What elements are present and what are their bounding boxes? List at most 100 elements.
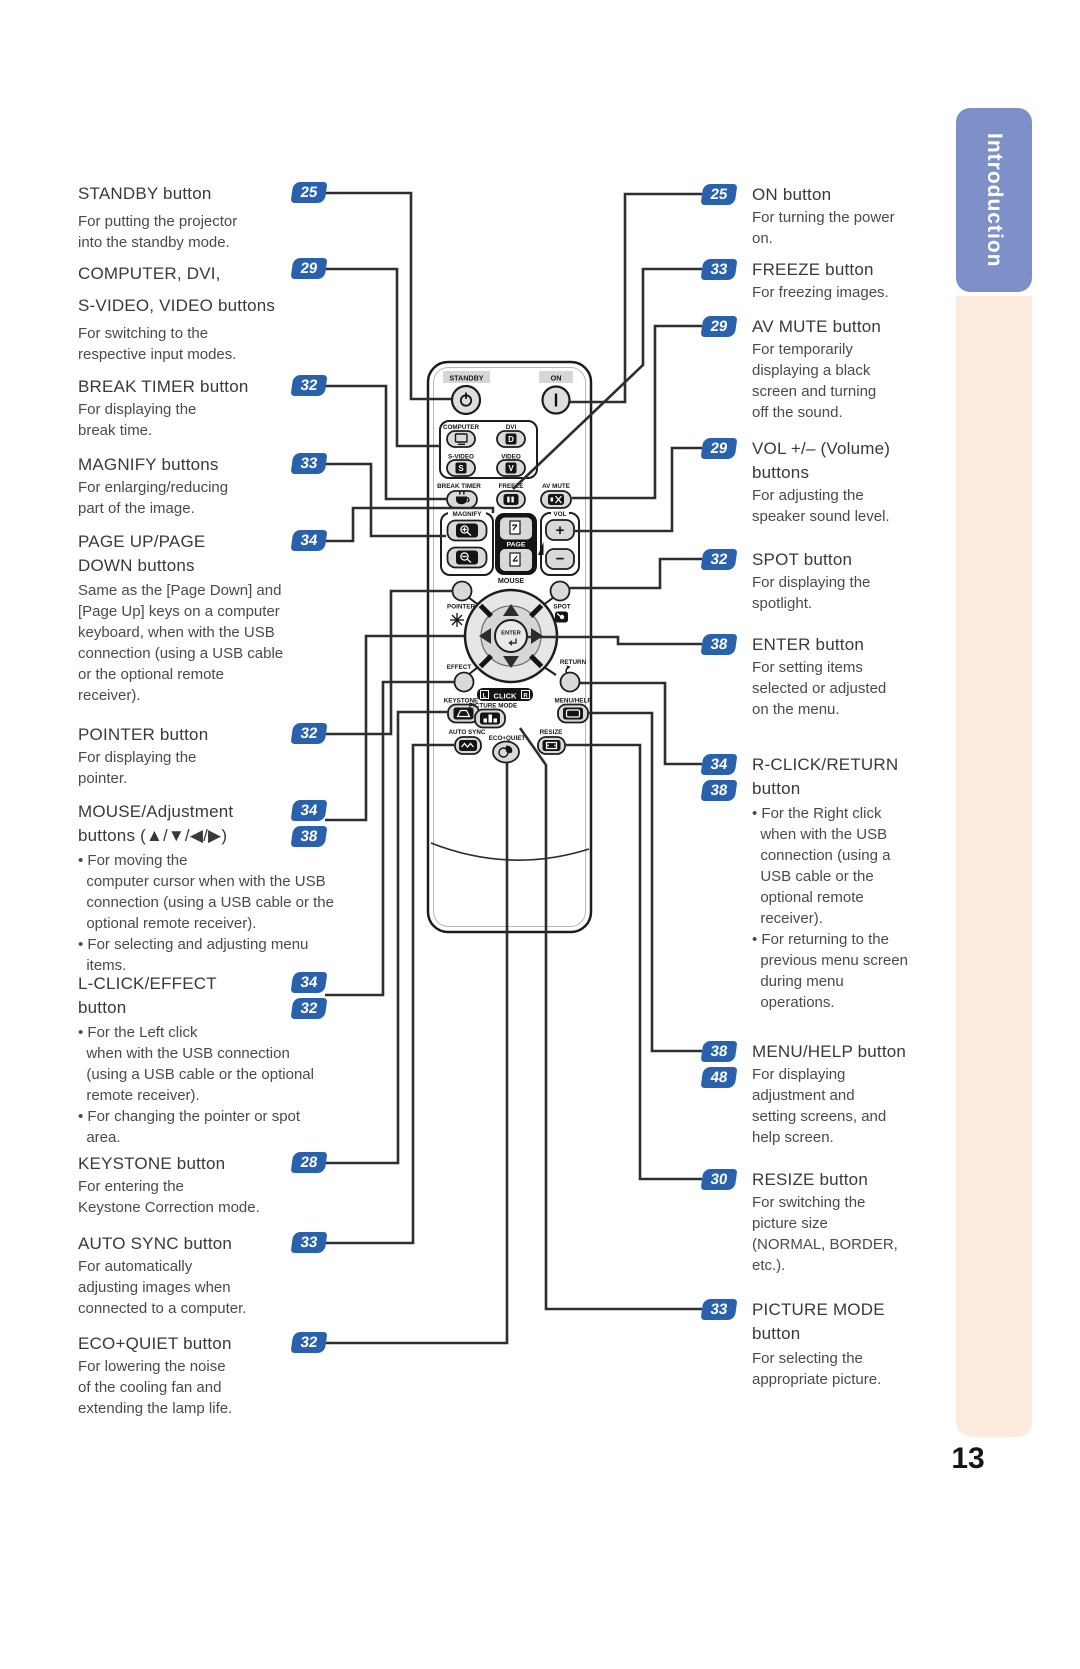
callout-freeze (512, 267, 702, 490)
picture-mode-icon (480, 712, 500, 725)
page-ref-badge: 38 (700, 780, 738, 801)
entry-av-mute: 29 AV MUTE button For temporarily displa… (700, 315, 958, 423)
remote-freeze-button: FREEZE (496, 483, 526, 509)
callout-lines (325, 191, 702, 1345)
up-arrow-icon (503, 604, 519, 616)
vol-plus-icon: + (556, 522, 565, 539)
callout-magnify (325, 462, 446, 538)
entry-mouse-adjustment: MOUSE/Adjustment buttons (▲/▼/◀/▶) 34 38… (78, 800, 388, 976)
page-ref-badge: 33 (290, 1232, 328, 1253)
click-r-label: R (523, 694, 528, 700)
spot-label: SPOT (553, 604, 570, 611)
entry-description: For switching the picture size (NORMAL, … (752, 1194, 898, 1274)
page-number: 13 (951, 1442, 985, 1475)
enter-label: ENTER (501, 631, 521, 637)
on-label: ON (551, 374, 562, 383)
entry-title: AUTO SYNC button (78, 1234, 233, 1253)
remote-adjustment-pad: ENTER (463, 588, 559, 684)
callout-input-buttons (325, 267, 440, 448)
entry-eco-quiet: ECO+QUIET button 32 For lowering the noi… (78, 1332, 388, 1419)
s-video-s-icon: S (458, 464, 464, 473)
vol-label: VOL (554, 511, 567, 518)
entry-enter: 38 ENTER button For setting items select… (700, 633, 958, 720)
callout-on (570, 192, 702, 404)
callout-menu-help (589, 711, 702, 1053)
page-ref-badge: 32 (290, 723, 328, 744)
callout-eco-quiet (325, 763, 509, 1345)
remote-picture-mode-button: PICTURE MODE (469, 703, 517, 729)
entry-on: 25 ON button For turning the power on. (700, 183, 958, 249)
entry-title: FREEZE button (752, 260, 874, 279)
page-ref-badge: 34 (290, 800, 328, 821)
callout-resize (566, 743, 702, 1181)
vol-minus-icon: − (556, 551, 565, 568)
page-ref-badge: 28 (290, 1152, 328, 1173)
pointer-label: POINTER (447, 604, 475, 611)
entry-title: VOL +/– (Volume) buttons (752, 439, 891, 482)
standby-label: STANDBY (449, 374, 483, 383)
av-mute-icon (548, 494, 564, 505)
entry-title: ENTER button (752, 635, 865, 654)
keystone-icon (453, 707, 474, 720)
break-timer-cup-icon (456, 491, 470, 505)
entry-title: ON button (752, 185, 832, 204)
entry-standby: STANDBY button 25 For putting the projec… (78, 182, 388, 253)
remote-menu-help-button: MENU/HELP (554, 698, 592, 724)
entry-r-click-return: 34 38 R-CLICK/RETURN button • For the Ri… (700, 753, 958, 1013)
s-video-label: S-VIDEO (448, 454, 474, 461)
callout-auto-sync (325, 743, 454, 1245)
page-ref-badge: 29 (290, 258, 328, 279)
callout-l-click (325, 680, 454, 997)
page-ref-badge: 29 (700, 438, 738, 459)
page-ref-badge: 38 (290, 826, 328, 847)
entry-vol: 29 VOL +/– (Volume) buttons For adjustin… (700, 437, 958, 527)
entry-description: For enlarging/reducing part of the image… (78, 479, 229, 517)
page-ref-badge: 25 (290, 182, 328, 203)
entry-description: For displaying the pointer. (78, 749, 197, 787)
page-ref-badge: 33 (700, 1299, 738, 1320)
callout-standby (325, 191, 451, 401)
video-v-icon: V (508, 464, 514, 473)
entry-description: For switching to the respective input mo… (78, 325, 237, 363)
page-label: PAGE (507, 542, 526, 549)
dvi-d-icon: D (508, 435, 514, 444)
page-ref-badge: 30 (700, 1169, 738, 1190)
callout-page (325, 506, 495, 543)
spot-icon (555, 611, 568, 623)
entry-title: KEYSTONE button (78, 1154, 226, 1173)
freeze-label: FREEZE (499, 483, 524, 490)
entry-title: L-CLICK/EFFECT button (78, 974, 217, 1017)
entry-description: For putting the projector into the stand… (78, 213, 238, 251)
entry-break-timer: BREAK TIMER button 32 For displaying the… (78, 375, 388, 441)
callout-picture-mode (518, 727, 702, 1311)
page-ref-badge: 25 (700, 184, 738, 205)
remote-return-button: RETURN (543, 659, 587, 693)
entry-magnify: MAGNIFY buttons 33 For enlarging/reducin… (78, 453, 388, 519)
page-ref-badge: 48 (700, 1067, 738, 1088)
entry-pointer: POINTER button 32 For displaying the poi… (78, 723, 388, 789)
click-label: CLICK (494, 692, 517, 701)
entry-description: For lowering the noise of the cooling fa… (78, 1358, 233, 1417)
entry-description: For temporarily displaying a black scree… (752, 341, 877, 421)
eco-quiet-label: ECO+QUIET (489, 735, 526, 742)
entry-title: POINTER button (78, 725, 209, 744)
entry-title: MAGNIFY buttons (78, 455, 219, 474)
entry-keystone: KEYSTONE button 28 For entering the Keys… (78, 1152, 388, 1218)
computer-button (446, 430, 476, 448)
picture-mode-label: PICTURE MODE (469, 703, 517, 710)
page-ref-badge: 32 (700, 549, 738, 570)
volume-wedge-icon (538, 542, 544, 555)
callout-vol (575, 446, 702, 533)
enter-return-arrow-icon (508, 638, 517, 646)
remote-standby-button: STANDBY (443, 371, 490, 416)
entry-description: • For the Left click when with the USB c… (78, 1024, 314, 1146)
video-label: VIDEO (501, 454, 521, 461)
entry-title: PICTURE MODE button (752, 1300, 885, 1343)
entry-spot: 32 SPOT button For displaying the spotli… (700, 548, 958, 614)
remote-pointer-button: POINTER (447, 580, 481, 627)
entry-title: BREAK TIMER button (78, 377, 249, 396)
break-timer-label: BREAK TIMER (437, 483, 481, 490)
entry-description: For displaying the break time. (78, 401, 197, 439)
entry-description: For automatically adjusting images when … (78, 1258, 247, 1317)
